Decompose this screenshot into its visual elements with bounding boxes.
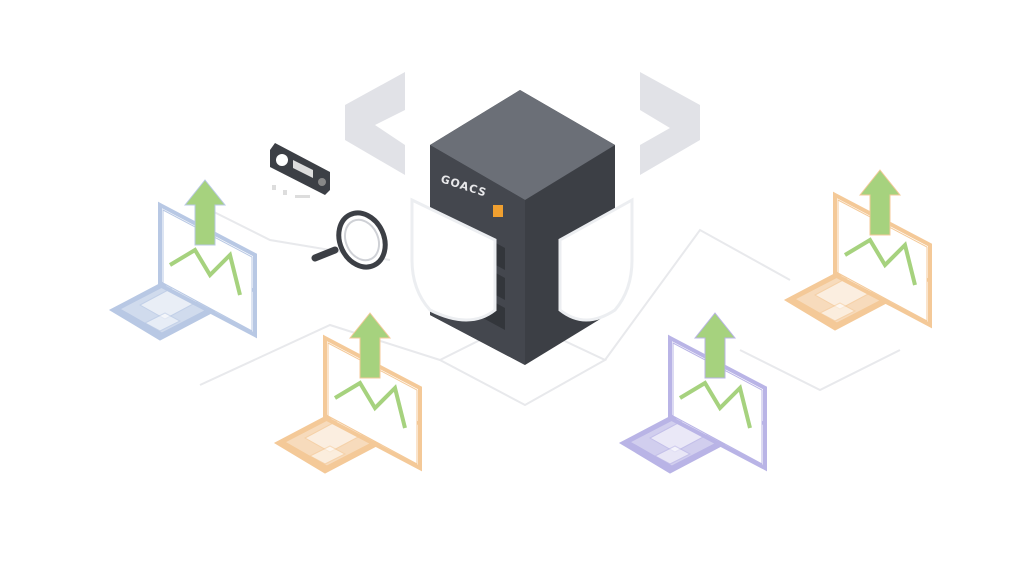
laptop-orange-left	[273, 311, 422, 475]
laptop-blue	[108, 178, 257, 342]
laptop-purple	[618, 311, 767, 475]
magnifier-icon	[311, 210, 388, 270]
status-badge	[270, 143, 330, 198]
led-indicator	[493, 205, 503, 217]
server: GOACS	[410, 90, 634, 365]
bracket-left-icon	[345, 72, 405, 175]
laptop-orange-right	[783, 168, 932, 332]
bracket-right-icon	[640, 72, 700, 175]
